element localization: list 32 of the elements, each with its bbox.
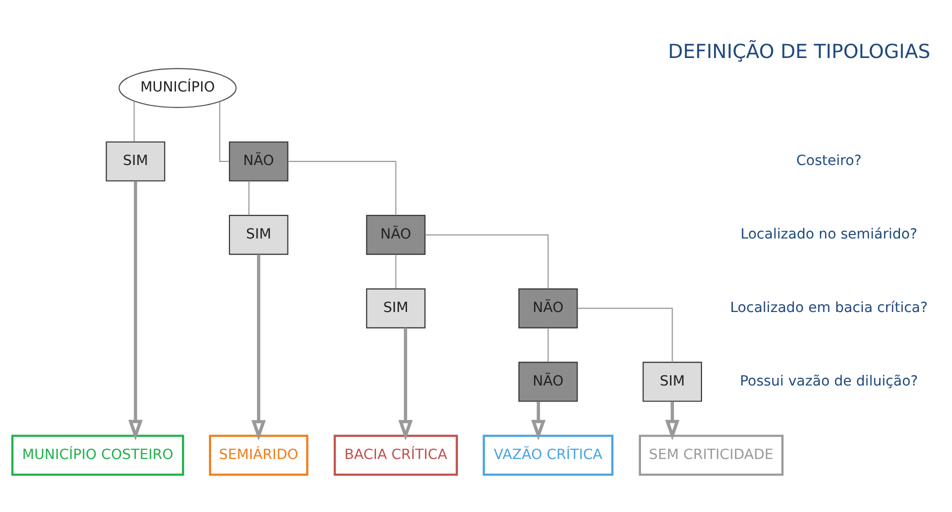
node-box: VAZÃO CRÍTICA	[482, 434, 614, 476]
arrow	[665, 400, 680, 440]
arrow	[128, 180, 143, 440]
label: Costeiro?	[796, 152, 862, 169]
label: Possui vazão de diluição?	[740, 372, 918, 389]
diagram-title: DEFINIÇÃO DE TIPOLOGIAS	[668, 40, 930, 63]
arrow	[531, 400, 546, 440]
connector	[548, 328, 549, 362]
node-box: MUNICÍPIO COSTEIRO	[11, 434, 184, 476]
node-box: SIM	[106, 140, 166, 181]
node-box: NÃO	[518, 361, 578, 402]
connector	[425, 234, 549, 288]
node-box: NÃO	[366, 214, 426, 254]
node-box: SIM	[228, 214, 288, 254]
node-box: BACIA CRÍTICA	[334, 434, 458, 476]
node-box: SEM CRITICIDADE	[638, 434, 784, 476]
node-box: SIM	[366, 288, 426, 328]
arrow	[398, 327, 413, 440]
connector	[395, 254, 396, 288]
connector	[219, 101, 230, 162]
node-ellipse: MUNICÍPIO	[118, 68, 237, 108]
arrow	[251, 254, 266, 440]
node-box: SEMIÁRIDO	[208, 434, 308, 476]
node-box: NÃO	[518, 288, 578, 328]
connector	[134, 100, 135, 142]
connector	[288, 160, 396, 215]
connector	[248, 180, 250, 215]
label: Localizado em bacia crítica?	[730, 300, 928, 316]
node-box: NÃO	[228, 140, 288, 181]
node-box: SIM	[642, 361, 702, 402]
label: Localizado no semiárido?	[740, 226, 918, 242]
connector	[578, 307, 673, 362]
